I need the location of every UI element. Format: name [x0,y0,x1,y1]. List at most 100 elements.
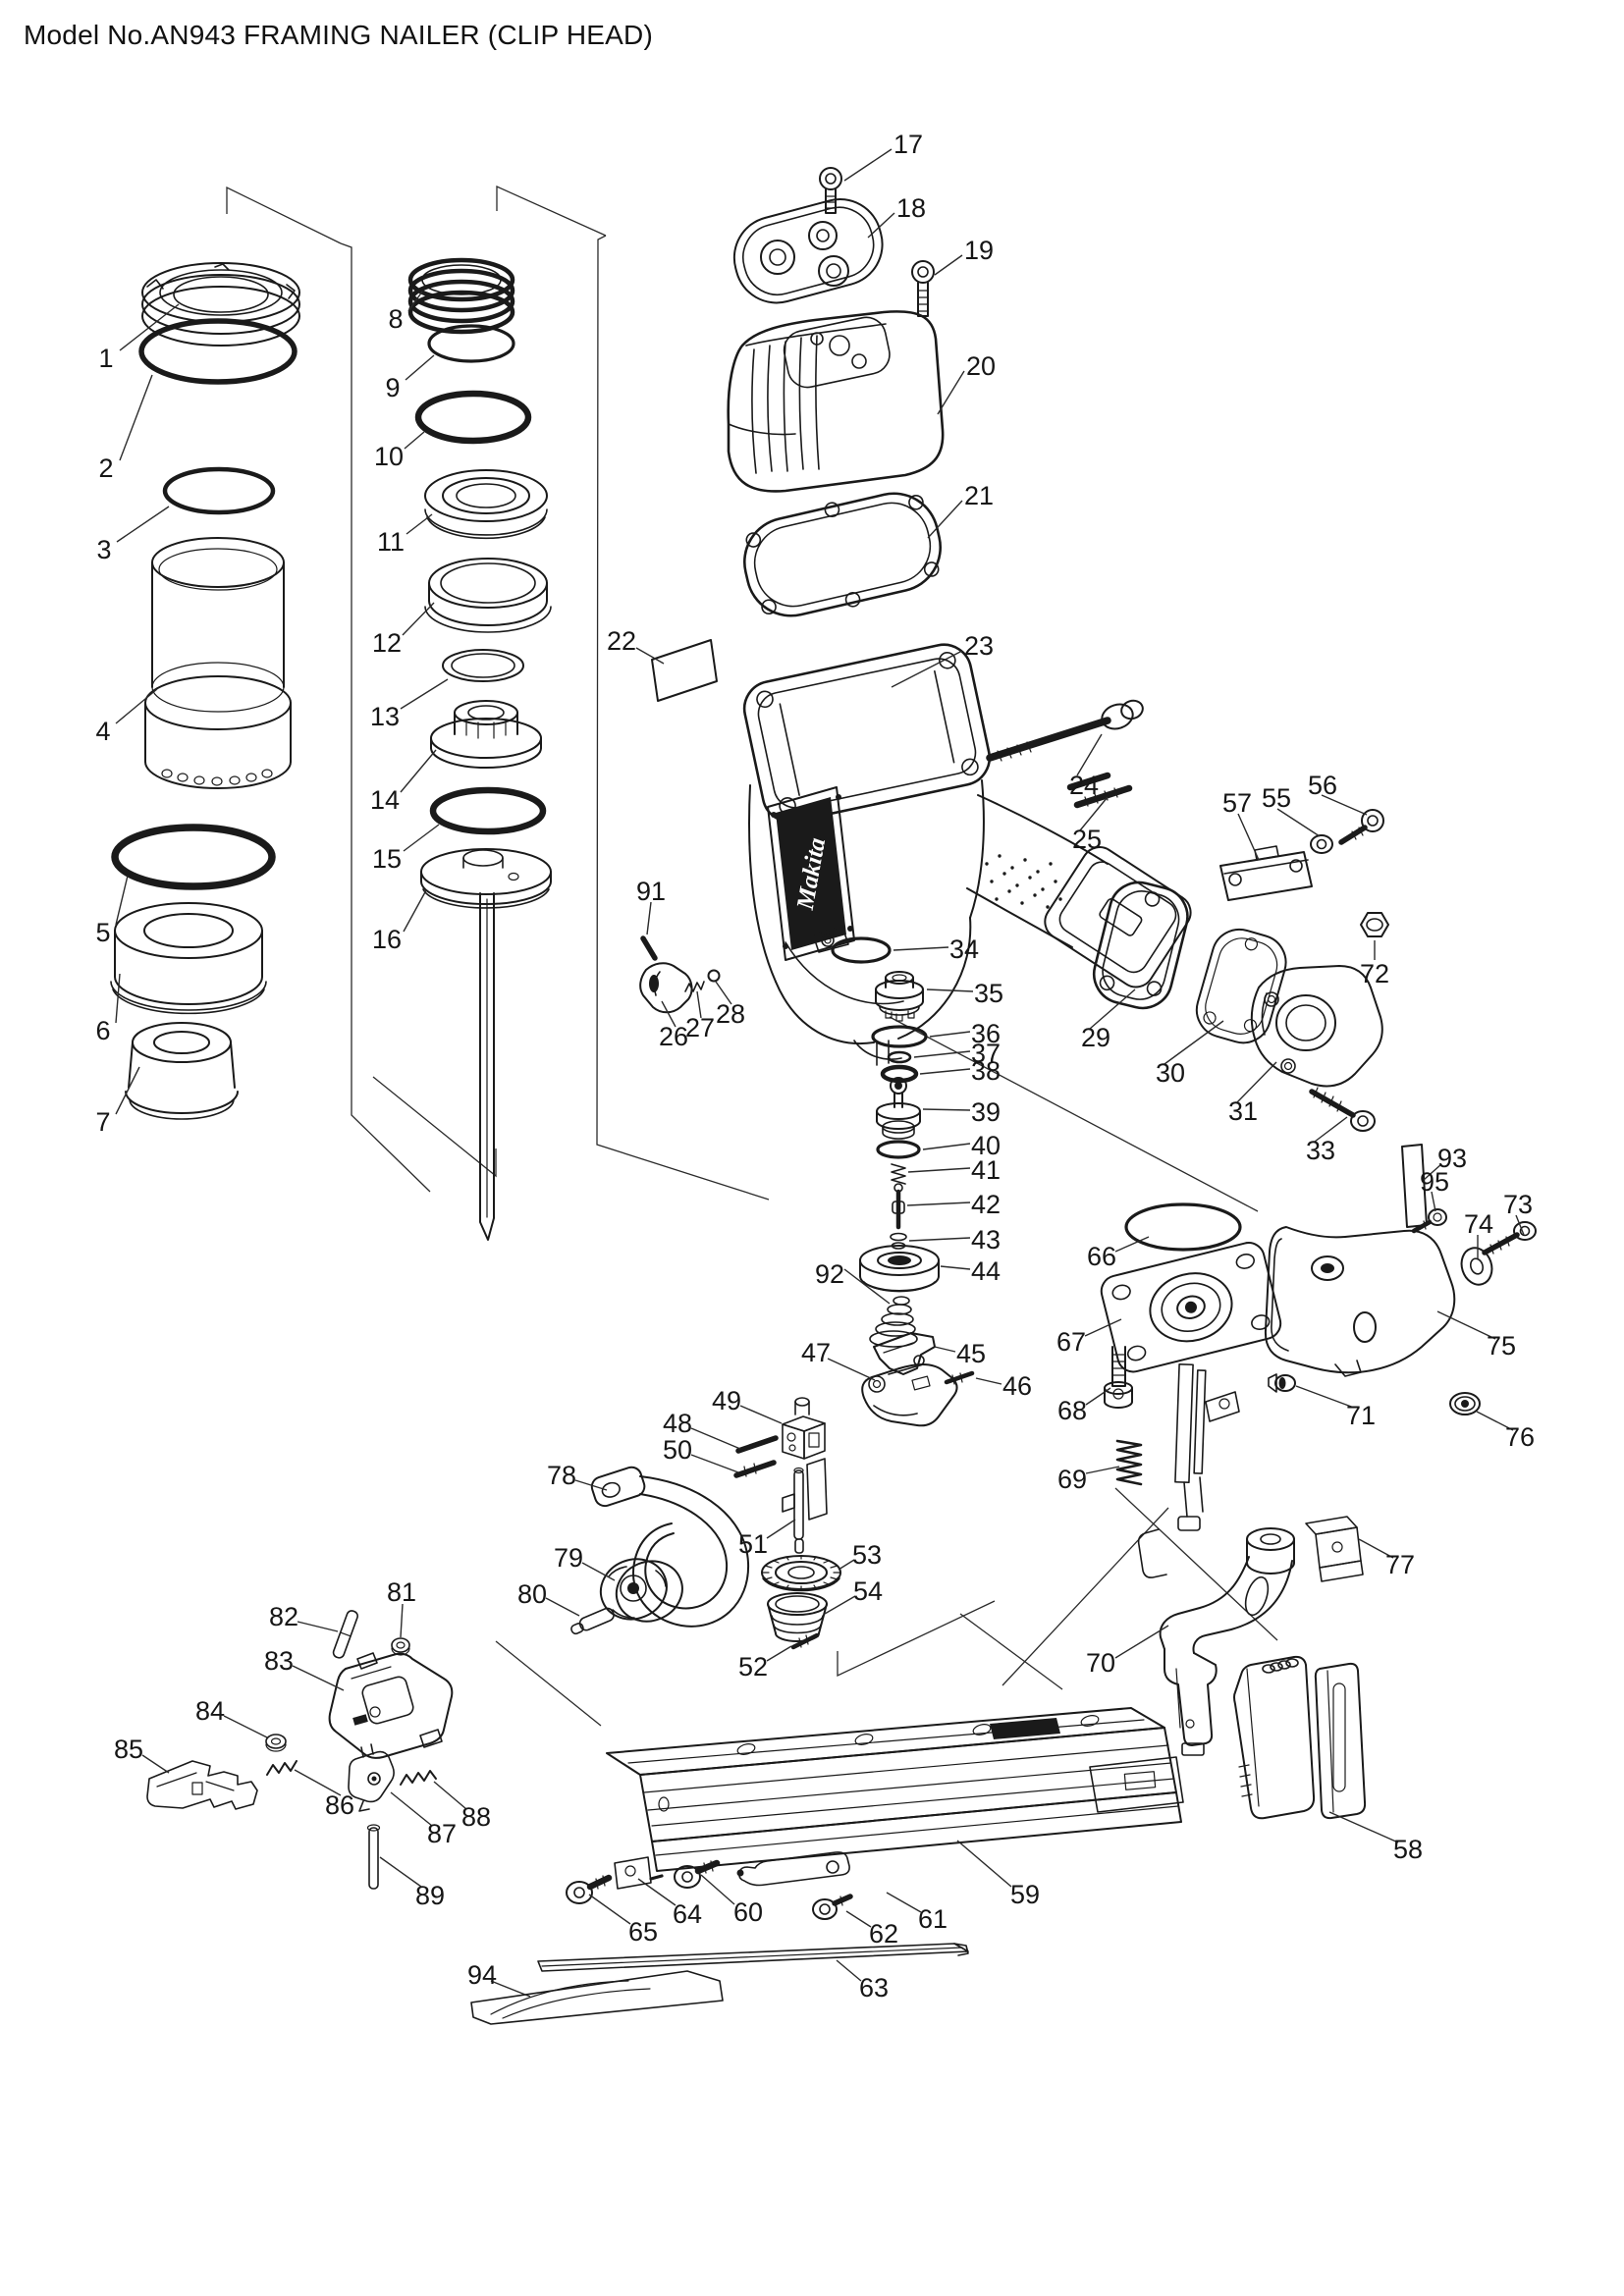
part-2-o-ring-drawing [138,318,298,385]
part-label-23: 23 [964,631,994,661]
part-49-valve-block-drawing [782,1397,826,1460]
part-label-87: 87 [427,1819,457,1848]
part-label-18: 18 [896,193,926,223]
part-label-21: 21 [964,481,994,510]
part-33-bolt-drawing [1309,1087,1376,1132]
part-22-name-plate-drawing [651,639,718,702]
part-34-o-ring-drawing [831,936,892,964]
leader-line-52 [766,1645,792,1662]
part-65-bolt-drawing [566,1874,613,1904]
part-71-pin-drawing [1268,1373,1296,1393]
leader-line-85 [141,1754,170,1774]
leader-line-34 [893,946,949,951]
part-label-86: 86 [325,1790,354,1820]
part-17-screw-drawing [819,167,842,214]
leader-line-3 [116,506,170,543]
part-88-spring-drawing [400,1770,437,1786]
leader-line-77 [1358,1538,1394,1559]
part-label-58: 58 [1393,1835,1423,1864]
part-91-pin-drawing [640,935,658,961]
part-label-11: 11 [377,527,405,557]
part-label-8: 8 [388,304,403,334]
part-8-piston-ring-set-drawing [407,257,515,335]
part-1-cylinder-ring-drawing [141,262,300,347]
part-label-25: 25 [1072,825,1102,854]
part-61-lever-drawing [736,1851,850,1887]
part-label-72: 72 [1360,959,1389,988]
part-9-o-ring-drawing [427,324,515,363]
leader-line-17 [843,148,893,182]
part-label-78: 78 [547,1461,576,1490]
part-5-o-ring-drawing [111,824,276,890]
part-label-92: 92 [815,1259,844,1289]
part-label-22: 22 [607,626,636,656]
part-label-35: 35 [974,979,1003,1008]
part-78-band-drawing [590,1466,750,1628]
part-39-valve-stem-drawing [876,1077,921,1140]
part-55-washer-drawing [1310,834,1333,854]
leader-line-65 [588,1894,631,1925]
leader-line-92 [843,1268,891,1305]
leader-line-55 [1276,808,1321,837]
leader-line-50 [690,1454,739,1473]
part-86-spring-drawing [266,1760,298,1776]
leader-line-44 [940,1265,971,1270]
leader-line-29 [1089,988,1136,1030]
part-81-nut-drawing [391,1637,410,1656]
part-label-67: 67 [1056,1327,1086,1357]
leader-line-2 [119,374,153,461]
part-76-nut-drawing [1449,1392,1481,1415]
leader-line-9 [405,354,435,381]
part-label-93: 93 [1437,1144,1467,1173]
part-45-trigger-plate-drawing [873,1332,936,1375]
leader-line-31 [1236,1061,1277,1103]
leader-line-6 [115,973,121,1024]
part-74-washer-drawing [1460,1247,1493,1286]
leader-line-36 [929,1031,971,1038]
part-label-17: 17 [893,130,923,159]
leader-line-79 [581,1562,616,1581]
leader-line-33 [1314,1116,1348,1143]
part-41-spring-drawing [891,1163,906,1185]
part-label-26: 26 [659,1022,688,1051]
leader-line-24 [1076,733,1103,776]
part-31-end-cap-drawing [1250,965,1383,1088]
part-label-1: 1 [98,344,113,373]
leader-line-67 [1084,1318,1122,1337]
part-label-34: 34 [949,934,979,964]
part-label-88: 88 [461,1802,491,1832]
part-label-51: 51 [738,1529,768,1559]
part-label-6: 6 [95,1016,110,1045]
part-16-piston-driver-drawing [420,848,552,1241]
part-label-66: 66 [1087,1242,1116,1271]
leader-line-88 [433,1781,467,1810]
part-label-13: 13 [370,702,400,731]
leader-line-63 [836,1959,862,1982]
part-label-61: 61 [918,1904,947,1934]
part-67-cylinder-plate-drawing [1100,1242,1282,1373]
leader-line-4 [115,688,158,724]
part-label-63: 63 [859,1973,889,2002]
part-label-71: 71 [1346,1401,1376,1430]
part-label-75: 75 [1487,1331,1516,1361]
leader-line-51 [766,1519,796,1539]
leader-line-27 [696,990,702,1019]
part-18-exhaust-cover-drawing [732,197,884,304]
leader-line-81 [400,1603,404,1638]
leader-line-5 [115,875,129,926]
leader-line-62 [845,1910,872,1928]
part-label-36: 36 [971,1019,1001,1048]
part-label-24: 24 [1069,771,1099,800]
leader-line-23 [891,650,963,688]
part-95-screw-drawing [1411,1208,1447,1234]
part-4-cylinder-drawing [144,537,292,789]
part-label-53: 53 [852,1540,882,1570]
part-label-82: 82 [269,1602,298,1631]
leader-line-83 [292,1665,345,1691]
part-80-pin-drawing [570,1607,615,1635]
leader-line-42 [906,1201,971,1206]
part-89-pin-drawing [366,1824,381,1890]
part-85-bracket-drawing [146,1760,258,1810]
part-label-56: 56 [1308,771,1337,800]
